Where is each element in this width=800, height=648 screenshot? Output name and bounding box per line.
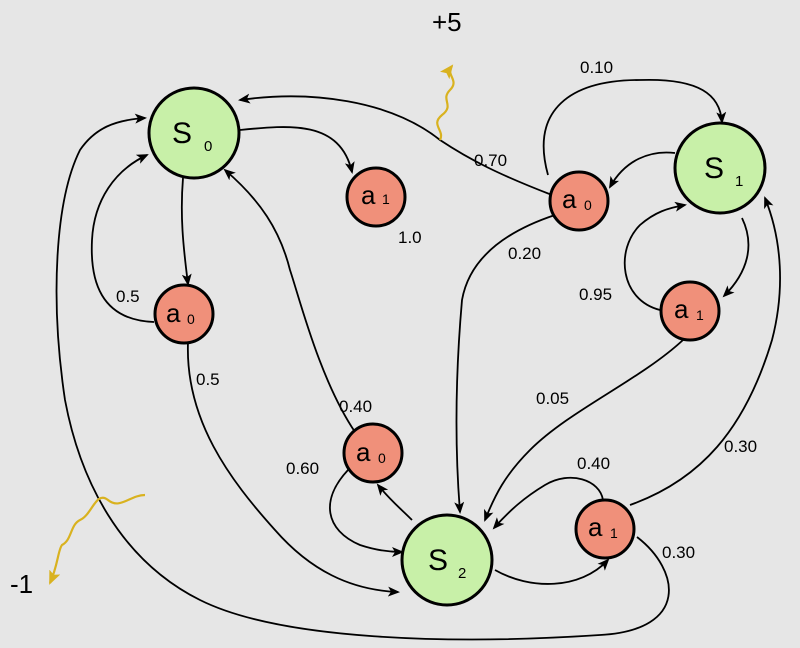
edge-s2-to-s2a0	[376, 483, 413, 521]
edge-s2a0-to-s0	[223, 168, 356, 433]
reward-arrows	[48, 64, 455, 585]
reward-labels: +5 -1	[10, 7, 462, 599]
state-s1-circle	[673, 121, 767, 215]
edge-s2a1-to-s0	[55, 113, 670, 641]
edge-s0-to-s0a1	[239, 126, 355, 174]
action-s1-a1-circle	[659, 280, 721, 342]
action-s0-a0-circle	[153, 283, 215, 345]
probability-labels: 0.5 0.5 1.0 0.70 0.10 0.20 0.95 0.05 0.4…	[116, 58, 757, 562]
reward-arrow-plus5	[436, 64, 455, 141]
edge-s2a0-to-s2	[329, 469, 404, 557]
edge-s1a0-to-s1	[542, 79, 727, 176]
prob-s2a1-s0: 0.30	[662, 543, 695, 562]
prob-s2a0-s0: 0.40	[339, 397, 372, 416]
state-s2: S 2	[400, 513, 494, 607]
action-s0-a1-index: 1	[382, 191, 390, 207]
prob-s1a0-s0: 0.70	[474, 151, 507, 170]
state-nodes: S 0 S 1 S 2	[147, 86, 767, 607]
state-s1: S 1	[673, 121, 767, 215]
prob-s1a0-s1: 0.10	[580, 58, 613, 77]
edge-s0-to-s0a0	[180, 177, 192, 286]
state-s2-index: 2	[458, 565, 466, 582]
action-s1-a0-letter: a	[562, 184, 577, 214]
prob-s1a1-s2: 0.05	[536, 389, 569, 408]
state-s1-index: 1	[735, 173, 743, 190]
action-s1-a0: a 0	[548, 170, 610, 232]
reward-label-minus1: -1	[10, 569, 33, 599]
state-s0-letter: S	[172, 117, 192, 150]
reward-arrow-minus1	[48, 493, 146, 585]
prob-s1a0-s2: 0.20	[508, 244, 541, 263]
action-s2-a0-index: 0	[378, 450, 386, 466]
state-s2-letter: S	[428, 544, 448, 577]
action-s2-a0: a 0	[342, 422, 404, 484]
action-nodes: a 1 a 0 a 0 a 1 a 0 a 1	[153, 166, 721, 560]
edge-s1a0-to-s2	[454, 214, 556, 514]
action-s2-a0-circle	[342, 422, 404, 484]
state-s0: S 0	[147, 86, 241, 180]
prob-s2a1-s1: 0.30	[724, 437, 757, 456]
prob-s1a1-s1: 0.95	[579, 285, 612, 304]
edge-s2a1-to-s2	[492, 476, 604, 530]
action-s0-a0-letter: a	[166, 298, 181, 328]
state-s1-letter: S	[704, 152, 724, 185]
action-s2-a0-letter: a	[356, 437, 371, 467]
edge-s1-to-s1a0	[609, 151, 676, 189]
action-s1-a0-circle	[548, 170, 610, 232]
state-s2-circle	[400, 513, 494, 607]
edge-s0a0-to-s0	[90, 154, 155, 323]
edge-s2-to-s2a1	[494, 558, 610, 585]
prob-s0a0-s0: 0.5	[116, 287, 140, 306]
action-s1-a1-index: 1	[696, 307, 704, 323]
action-s0-a1-circle	[345, 166, 407, 228]
action-s2-a1-circle	[574, 498, 636, 560]
prob-s2a1-s2: 0.40	[577, 454, 610, 473]
edge-s2a1-to-s1	[629, 196, 781, 506]
action-s2-a1-letter: a	[588, 512, 603, 542]
edge-s1-to-s1a1	[722, 217, 750, 298]
action-s2-a1-index: 1	[610, 525, 618, 541]
state-s0-circle	[147, 86, 241, 180]
edge-s0a0-to-s2	[187, 341, 400, 597]
action-s0-a0: a 0	[153, 283, 215, 345]
action-s0-a1: a 1	[345, 166, 407, 228]
prob-s2a0-s2: 0.60	[286, 459, 319, 478]
state-s0-index: 0	[204, 138, 212, 155]
action-s1-a0-index: 0	[584, 197, 592, 213]
prob-s0a0-s2: 0.5	[196, 370, 220, 389]
action-s1-a1: a 1	[659, 280, 721, 342]
action-s0-a0-index: 0	[187, 311, 195, 327]
edge-s1a1-to-s1	[623, 201, 687, 311]
edge-s1a0-to-s0	[238, 93, 553, 196]
edges	[55, 79, 781, 641]
edge-s1a1-to-s2	[484, 339, 684, 522]
action-s2-a1: a 1	[574, 498, 636, 560]
prob-s0a1-s2: 1.0	[398, 228, 422, 247]
action-s0-a1-letter: a	[361, 180, 376, 210]
reward-label-plus5: +5	[432, 7, 462, 37]
action-s1-a1-letter: a	[674, 294, 689, 324]
